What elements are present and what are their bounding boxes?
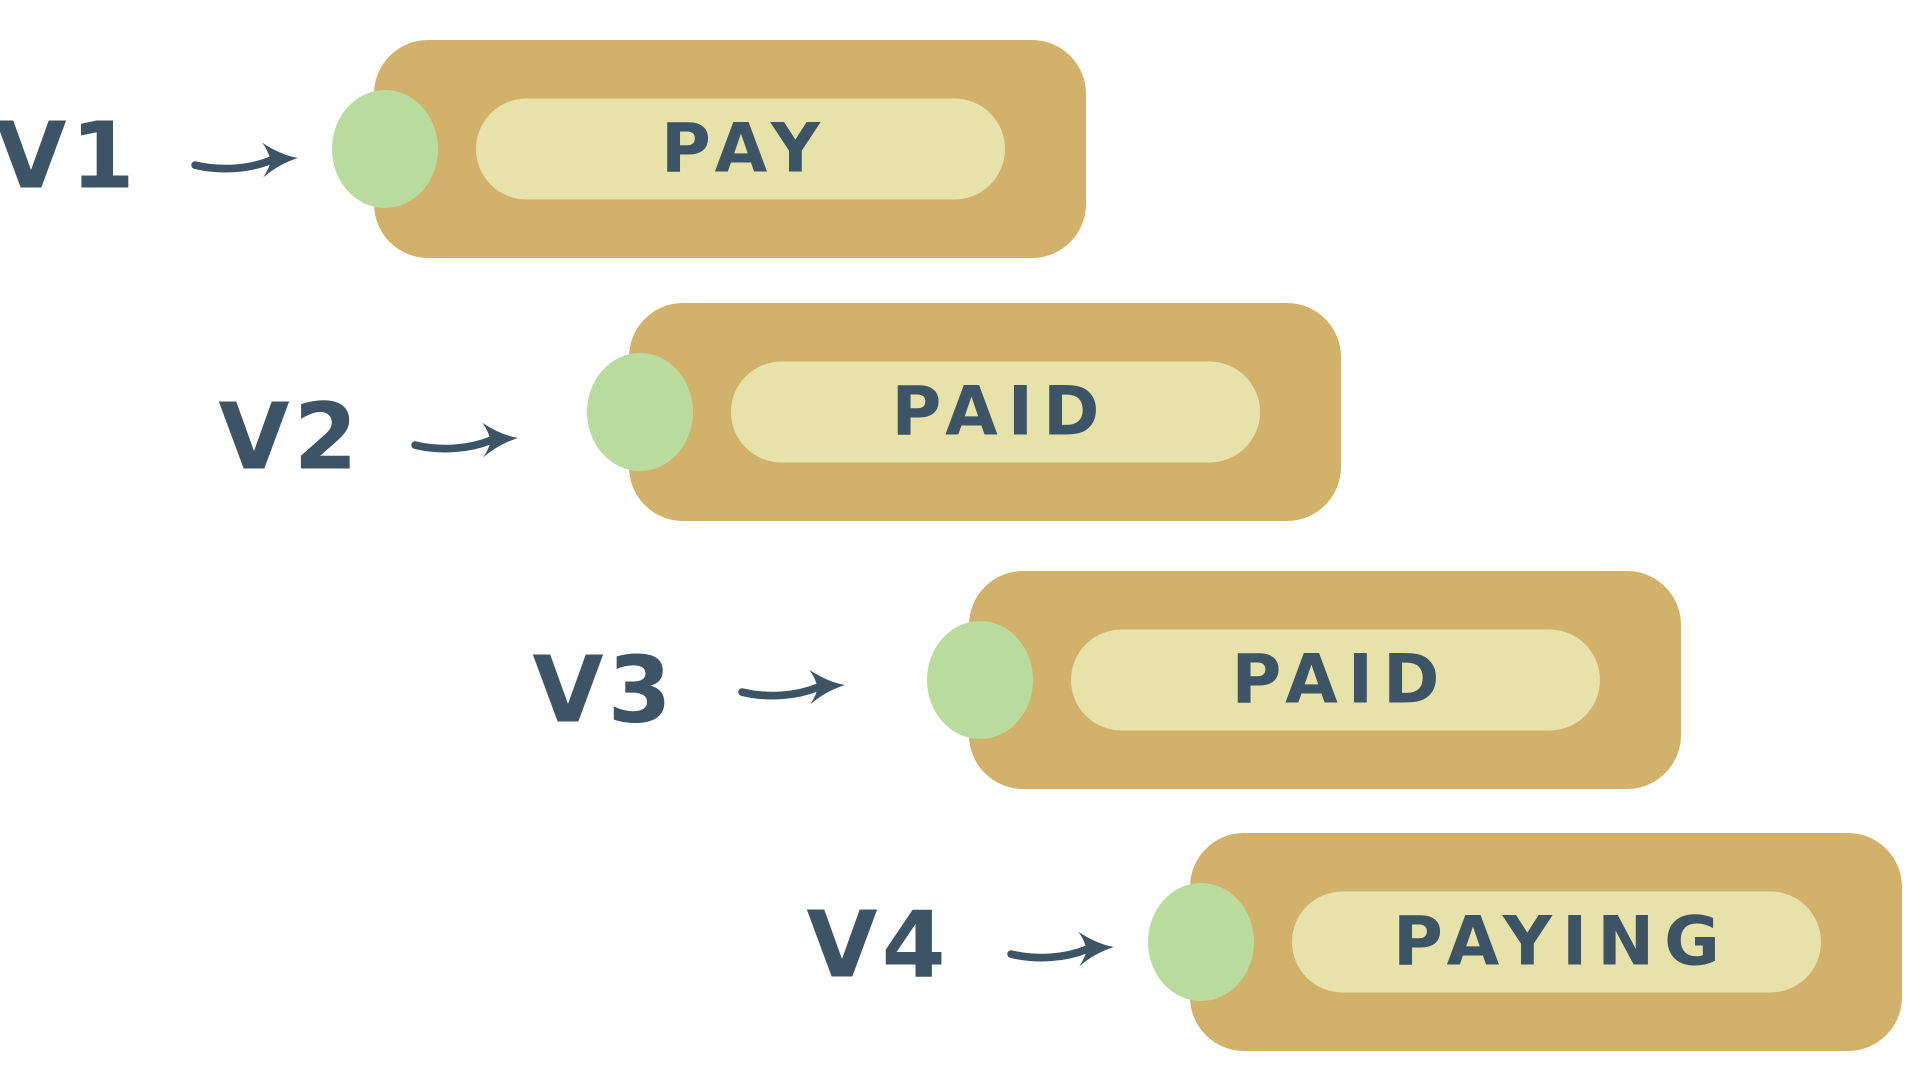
version-node: PAYING: [1148, 833, 1902, 1051]
version-node: PAID: [927, 571, 1681, 789]
status-pill: PAYING: [1292, 891, 1821, 993]
status-dot: [927, 621, 1033, 739]
status-pill: PAY: [476, 98, 1005, 200]
version-node: PAY: [332, 40, 1086, 258]
status-text: PAY: [661, 109, 830, 189]
status-dot: [587, 353, 693, 471]
right-arrow-icon: [1007, 931, 1114, 967]
version-label: V2: [218, 383, 362, 491]
status-dot: [332, 90, 438, 208]
version-label: V1: [0, 102, 139, 210]
status-pill: PAID: [1071, 629, 1600, 731]
status-text: PAID: [1231, 640, 1450, 720]
status-dot: [1148, 883, 1254, 1001]
status-text: PAID: [891, 372, 1110, 452]
version-node: PAID: [587, 303, 1341, 521]
right-arrow-icon: [191, 142, 298, 178]
right-arrow-icon: [411, 422, 518, 458]
version-label: V4: [806, 891, 950, 999]
right-arrow-icon: [738, 669, 845, 705]
status-pill: PAID: [731, 361, 1260, 463]
version-label: V3: [532, 636, 676, 744]
status-text: PAYING: [1393, 902, 1730, 982]
